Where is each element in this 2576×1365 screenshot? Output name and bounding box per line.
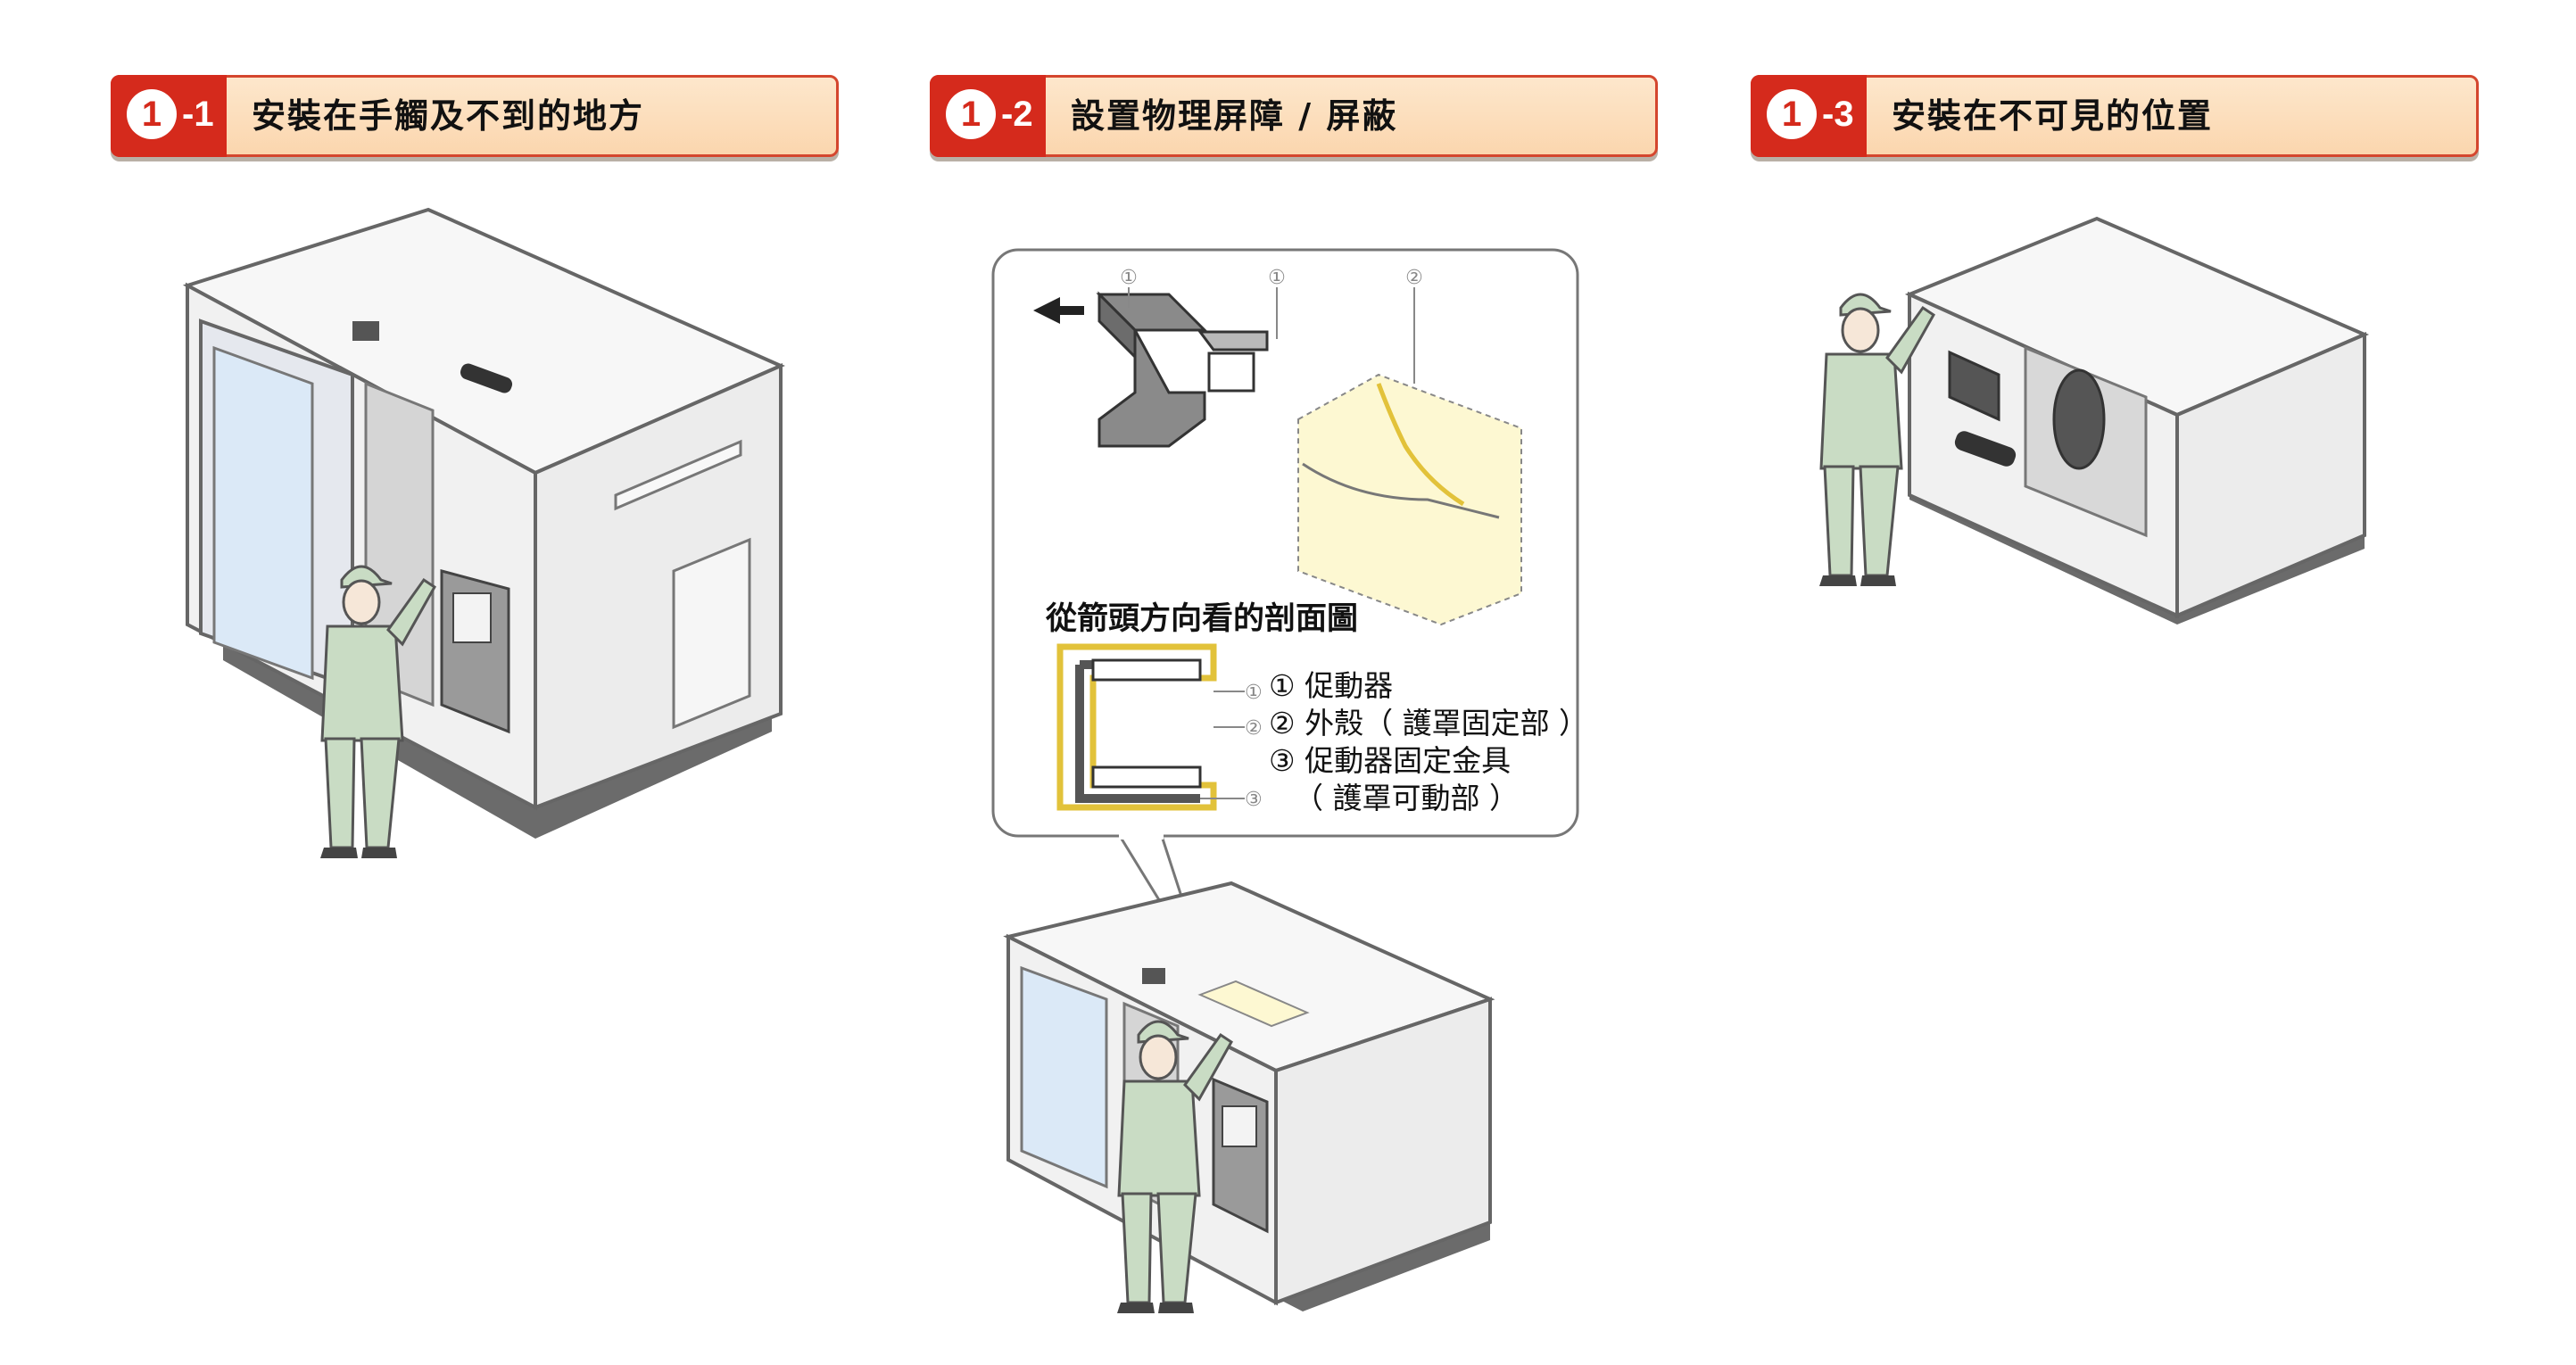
section-badge: 1 -1 bbox=[111, 75, 227, 157]
badge-subnumber: -3 bbox=[1822, 95, 1854, 134]
legend-marker: ③ bbox=[1245, 789, 1263, 811]
cross-section-title: 從箭頭方向看的剖面圖 bbox=[1046, 601, 1359, 637]
legend-item-bracket: ③ 促動器固定金具 bbox=[1269, 743, 1512, 778]
part-label: ① bbox=[1120, 267, 1138, 289]
badge-subnumber: -2 bbox=[1001, 95, 1033, 134]
machine-illustration-3 bbox=[1818, 216, 2370, 625]
section-title: 安裝在不可見的位置 bbox=[1892, 96, 2214, 136]
section-header-2: 1 -2 設置物理屏障 / 屏蔽 bbox=[930, 75, 1658, 157]
legend-item-housing: ② 外殼（ 護罩固定部 ） bbox=[1269, 706, 1589, 740]
badge-number: 1 bbox=[1767, 89, 1817, 139]
badge-number: 1 bbox=[946, 89, 996, 139]
badge-number: 1 bbox=[127, 89, 177, 139]
section-badge: 1 -2 bbox=[930, 75, 1046, 157]
legend-marker: ② bbox=[1245, 717, 1263, 740]
section-header-1: 1 -1 安裝在手觸及不到的地方 bbox=[111, 75, 839, 157]
legend-item-actuator: ① 促動器 bbox=[1269, 668, 1394, 703]
part-label: ② bbox=[1405, 267, 1423, 289]
machine-illustration-2 bbox=[1003, 881, 1495, 1315]
legend-marker: ① bbox=[1245, 682, 1263, 704]
direction-arrow-icon bbox=[1033, 297, 1084, 324]
part-label: ① bbox=[1268, 267, 1286, 289]
section-title: 安裝在手觸及不到的地方 bbox=[252, 96, 645, 136]
section-title: 設置物理屏障 / 屏蔽 bbox=[1071, 96, 1398, 136]
badge-subnumber: -1 bbox=[182, 95, 214, 134]
section-header-3: 1 -3 安裝在不可見的位置 bbox=[1751, 75, 2479, 157]
machine-illustration-1 bbox=[182, 207, 785, 860]
section-badge: 1 -3 bbox=[1751, 75, 1867, 157]
legend-item-bracket-note: （ 護罩可動部 ） bbox=[1294, 781, 1519, 815]
